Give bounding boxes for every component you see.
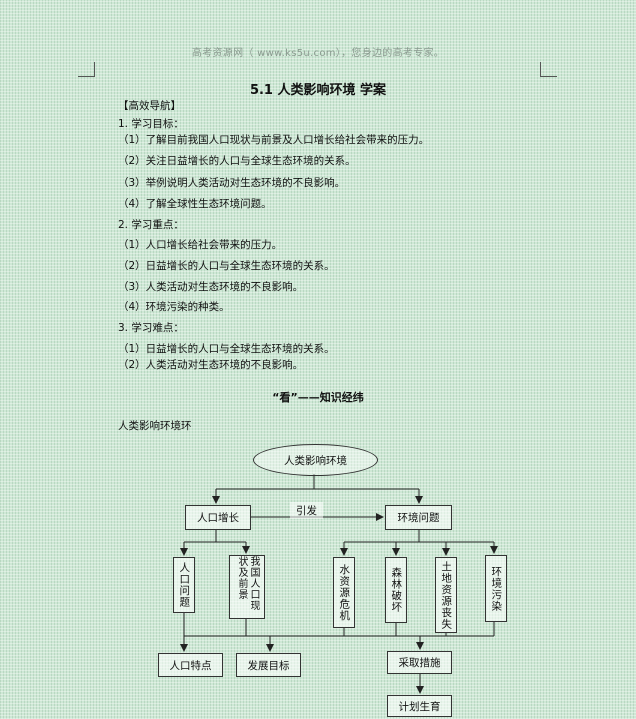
document-title: 5.1 人类影响环境 学案 <box>249 83 387 98</box>
diagram-caption: 人类影响环境环 <box>118 420 192 432</box>
page-corner-mark-left <box>78 62 95 77</box>
difficult-point-item: （1）日益增长的人口与全球生态环境的关系。 <box>118 343 335 355</box>
objective-item: （3）举例说明人类活动对生态环境的不良影响。 <box>118 177 346 189</box>
node-family-planning: 计划生育 <box>387 695 452 717</box>
node-population-problem: 人口问题 <box>173 557 195 613</box>
key-points-heading: 2. 学习重点： <box>118 219 184 231</box>
key-point-item: （1）人口增长给社会带来的压力。 <box>118 239 283 251</box>
difficult-point-item: （2）人类活动对生态环境的不良影响。 <box>118 359 304 371</box>
page-corner-mark-right <box>540 62 557 77</box>
difficult-points-heading: 3. 学习难点： <box>118 322 184 334</box>
diagram-root-label: 人类影响环境 <box>284 454 347 467</box>
diagram-root-node: 人类影响环境 <box>253 444 378 476</box>
node-family-planning-label: 计划生育 <box>398 700 441 713</box>
guide-heading: 【高效导航】 <box>118 100 181 112</box>
node-environment-problems-label: 环境问题 <box>397 512 440 524</box>
node-development-goals-label: 发展目标 <box>247 659 290 672</box>
section-title: “看”——知识经纬 <box>272 391 364 404</box>
node-forest-destruction: 森林破坏 <box>385 557 407 623</box>
node-population-growth-label: 人口增长 <box>197 512 239 524</box>
node-population-features-label: 人口特点 <box>169 659 212 672</box>
node-development-goals: 发展目标 <box>236 653 301 677</box>
node-environmental-pollution: 环境污染 <box>485 555 507 622</box>
node-take-measures-label: 采取措施 <box>398 657 441 669</box>
objective-item: （1）了解目前我国人口现状与前景及人口增长给社会带来的压力。 <box>118 134 430 146</box>
objectives-heading: 1. 学习目标： <box>118 118 184 130</box>
node-take-measures: 采取措施 <box>387 651 452 674</box>
key-point-item: （3）人类活动对生态环境的不良影响。 <box>118 281 304 293</box>
node-environment-problems: 环境问题 <box>385 505 452 530</box>
header-source-note: 高考资源网（ www.ks5u.com），您身边的高考专家。 <box>191 48 445 59</box>
objective-item: （2）关注日益增长的人口与全球生态环境的关系。 <box>118 155 356 167</box>
edge-label-causes: 引发 <box>290 502 323 519</box>
key-point-item: （4）环境污染的种类。 <box>118 301 230 313</box>
node-population-features: 人口特点 <box>158 653 223 677</box>
key-point-item: （2）日益增长的人口与全球生态环境的关系。 <box>118 260 335 272</box>
node-china-population-status: 我国人口现状及前景 <box>229 555 265 619</box>
node-land-loss: 土地资源丧失 <box>435 557 457 633</box>
objective-item: （4）了解全球性生态环境问题。 <box>118 198 272 210</box>
node-population-growth: 人口增长 <box>185 505 251 530</box>
node-water-crisis: 水资源危机 <box>333 557 355 628</box>
